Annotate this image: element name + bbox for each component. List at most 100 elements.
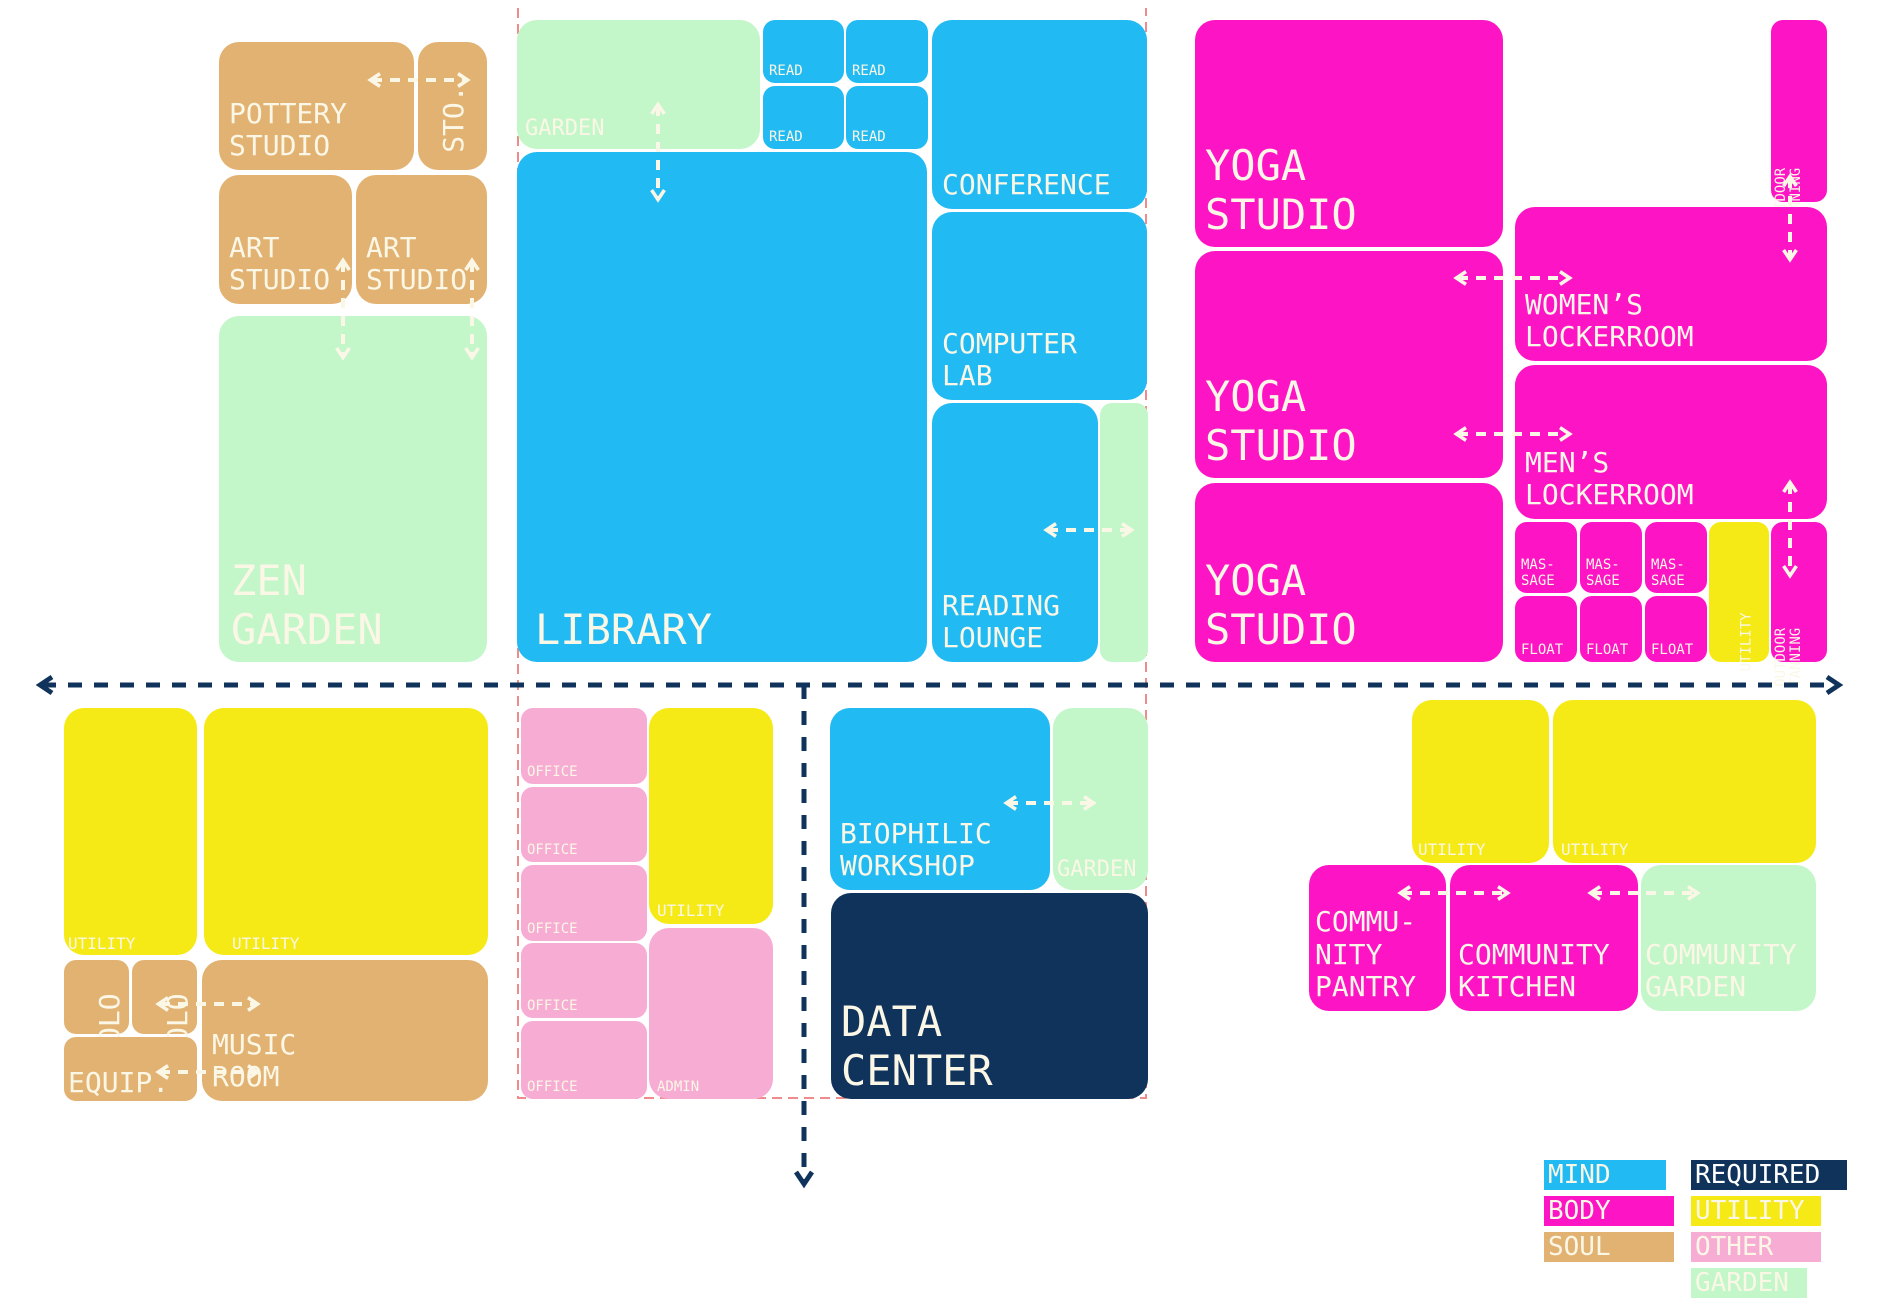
massage-room-2[interactable]: MAS- SAGE xyxy=(1580,522,1642,593)
room-label: ART STUDIO xyxy=(366,230,468,296)
yoga-studio-3[interactable]: YOGA STUDIO xyxy=(1195,483,1503,662)
read-room-4[interactable]: READ xyxy=(846,86,928,149)
pottery-studio[interactable]: POTTERY STUDIO xyxy=(219,42,414,170)
utility-body[interactable]: UTILITY xyxy=(1709,522,1769,671)
room-label: MAS- SAGE xyxy=(1586,556,1620,589)
utility-office[interactable]: UTILITY xyxy=(649,708,773,924)
room-label: COMMUNITY KITCHEN xyxy=(1458,937,1610,1003)
room-label: READING LOUNGE xyxy=(942,588,1061,654)
legend-garden: GARDEN xyxy=(1691,1268,1807,1298)
room-label: EQUIP. xyxy=(68,1065,170,1099)
room-label: FLOAT xyxy=(1586,641,1629,658)
float-room-2[interactable]: FLOAT xyxy=(1580,596,1642,662)
room-label: COMPUTER LAB xyxy=(942,326,1077,392)
library[interactable]: LIBRARY xyxy=(517,152,927,662)
yoga-studio-1[interactable]: YOGA STUDIO xyxy=(1195,20,1503,247)
legend-soul: SOUL xyxy=(1544,1232,1674,1262)
room-label: ART STUDIO xyxy=(229,230,331,296)
room-label: STO. xyxy=(437,85,471,153)
community-garden[interactable]: COMMUNITY GARDEN xyxy=(1641,865,1816,1011)
solo-room-1[interactable]: SOLO xyxy=(64,960,129,1061)
utility-sw-2[interactable]: UTILITY xyxy=(204,708,488,955)
room-label: GARDEN xyxy=(525,115,605,141)
conference-room[interactable]: CONFERENCE xyxy=(932,20,1147,209)
room-label: UTILITY xyxy=(1738,612,1755,672)
room-label: WOMEN’S LOCKERROOM xyxy=(1525,287,1694,353)
legend-body: BODY xyxy=(1544,1196,1674,1226)
outdoor-tanning-1[interactable]: OUTDOOR TANNING xyxy=(1771,20,1827,227)
workshop-garden[interactable]: GARDEN xyxy=(1053,708,1148,890)
read-room-3[interactable]: READ xyxy=(763,86,844,149)
room-label: ZEN GARDEN xyxy=(231,556,383,654)
legend-required: REQUIRED xyxy=(1691,1160,1847,1190)
room-label: OFFICE xyxy=(527,841,578,858)
room-label: OFFICE xyxy=(527,763,578,780)
utility-se-1[interactable]: UTILITY xyxy=(1412,700,1549,863)
float-room-3[interactable]: FLOAT xyxy=(1645,596,1707,662)
admin-office[interactable]: ADMIN xyxy=(649,928,773,1099)
room-label: OFFICE xyxy=(527,997,578,1014)
zen-garden[interactable]: ZEN GARDEN xyxy=(219,316,487,662)
yoga-studio-2[interactable]: YOGA STUDIO xyxy=(1195,251,1503,478)
room-label: COMMUNITY GARDEN xyxy=(1645,937,1797,1003)
room-label: DATA CENTER xyxy=(841,997,993,1095)
read-room-2[interactable]: READ xyxy=(846,20,928,83)
float-room-1[interactable]: FLOAT xyxy=(1515,596,1577,662)
room-label: READ xyxy=(852,62,886,79)
room-label: UTILITY xyxy=(1418,839,1486,859)
office-1[interactable]: OFFICE xyxy=(521,708,647,784)
room-label: OFFICE xyxy=(527,920,578,937)
room-label: UTILITY xyxy=(232,933,300,953)
music-room[interactable]: MUSIC ROOM xyxy=(202,960,488,1101)
solo-room-2[interactable]: SOLO xyxy=(132,960,197,1061)
office-5[interactable]: OFFICE xyxy=(521,1021,647,1099)
room-label: MAS- SAGE xyxy=(1651,556,1685,589)
office-4[interactable]: OFFICE xyxy=(521,943,647,1018)
room-label: OFFICE xyxy=(527,1078,578,1095)
room-label: POTTERY STUDIO xyxy=(229,96,348,162)
storage-room[interactable]: STO. xyxy=(418,42,487,170)
room-label: YOGA STUDIO xyxy=(1205,372,1357,470)
room-label: UTILITY xyxy=(657,900,725,920)
room-label: READ xyxy=(769,62,803,79)
utility-sw-1[interactable]: UTILITY xyxy=(64,708,197,955)
room-label: UTILITY xyxy=(68,933,136,953)
reading-lounge[interactable]: READING LOUNGE xyxy=(932,403,1098,662)
room-label: READ xyxy=(769,128,803,145)
room-label: READ xyxy=(852,128,886,145)
mens-lockerroom[interactable]: MEN’S LOCKERROOM xyxy=(1515,365,1827,519)
room-label: YOGA STUDIO xyxy=(1205,141,1357,239)
reading-lounge-garden[interactable] xyxy=(1100,403,1148,662)
data-center[interactable]: DATA CENTER xyxy=(831,893,1148,1099)
community-pantry[interactable]: COMMU- NITY PANTRY xyxy=(1309,865,1446,1011)
legend-mind: MIND xyxy=(1544,1160,1666,1190)
art-studio-1[interactable]: ART STUDIO xyxy=(219,175,352,304)
massage-room-1[interactable]: MAS- SAGE xyxy=(1515,522,1577,593)
room-label: FLOAT xyxy=(1651,641,1694,658)
room-label: YOGA STUDIO xyxy=(1205,556,1357,654)
legend-utility: UTILITY xyxy=(1691,1196,1821,1226)
outdoor-tanning-2[interactable]: OUTDOOR TANNING xyxy=(1771,522,1827,687)
room-label: GARDEN xyxy=(1057,856,1137,882)
room-label: ADMIN xyxy=(657,1078,700,1095)
biophilic-workshop[interactable]: BIOPHILIC WORKSHOP xyxy=(830,708,1050,890)
room-label: FLOAT xyxy=(1521,641,1564,658)
womens-lockerroom[interactable]: WOMEN’S LOCKERROOM xyxy=(1515,207,1827,361)
library-garden[interactable]: GARDEN xyxy=(517,20,760,149)
read-room-1[interactable]: READ xyxy=(763,20,844,83)
computer-lab[interactable]: COMPUTER LAB xyxy=(932,212,1147,400)
community-kitchen[interactable]: COMMUNITY KITCHEN xyxy=(1450,865,1638,1011)
equipment-room[interactable]: EQUIP. xyxy=(64,1037,197,1101)
office-2[interactable]: OFFICE xyxy=(521,787,647,862)
office-3[interactable]: OFFICE xyxy=(521,865,647,941)
room-label: MEN’S LOCKERROOM xyxy=(1525,445,1694,511)
art-studio-2[interactable]: ART STUDIO xyxy=(356,175,487,304)
room-label: MUSIC ROOM xyxy=(212,1027,297,1093)
utility-se-2[interactable]: UTILITY xyxy=(1553,700,1816,863)
room-label: LIBRARY xyxy=(535,604,713,654)
room-label: UTILITY xyxy=(1561,839,1629,859)
room-label: OUTDOOR TANNING xyxy=(1773,627,1805,687)
legend-other: OTHER xyxy=(1691,1232,1821,1262)
massage-room-3[interactable]: MAS- SAGE xyxy=(1645,522,1707,593)
room-label: MAS- SAGE xyxy=(1521,556,1555,589)
